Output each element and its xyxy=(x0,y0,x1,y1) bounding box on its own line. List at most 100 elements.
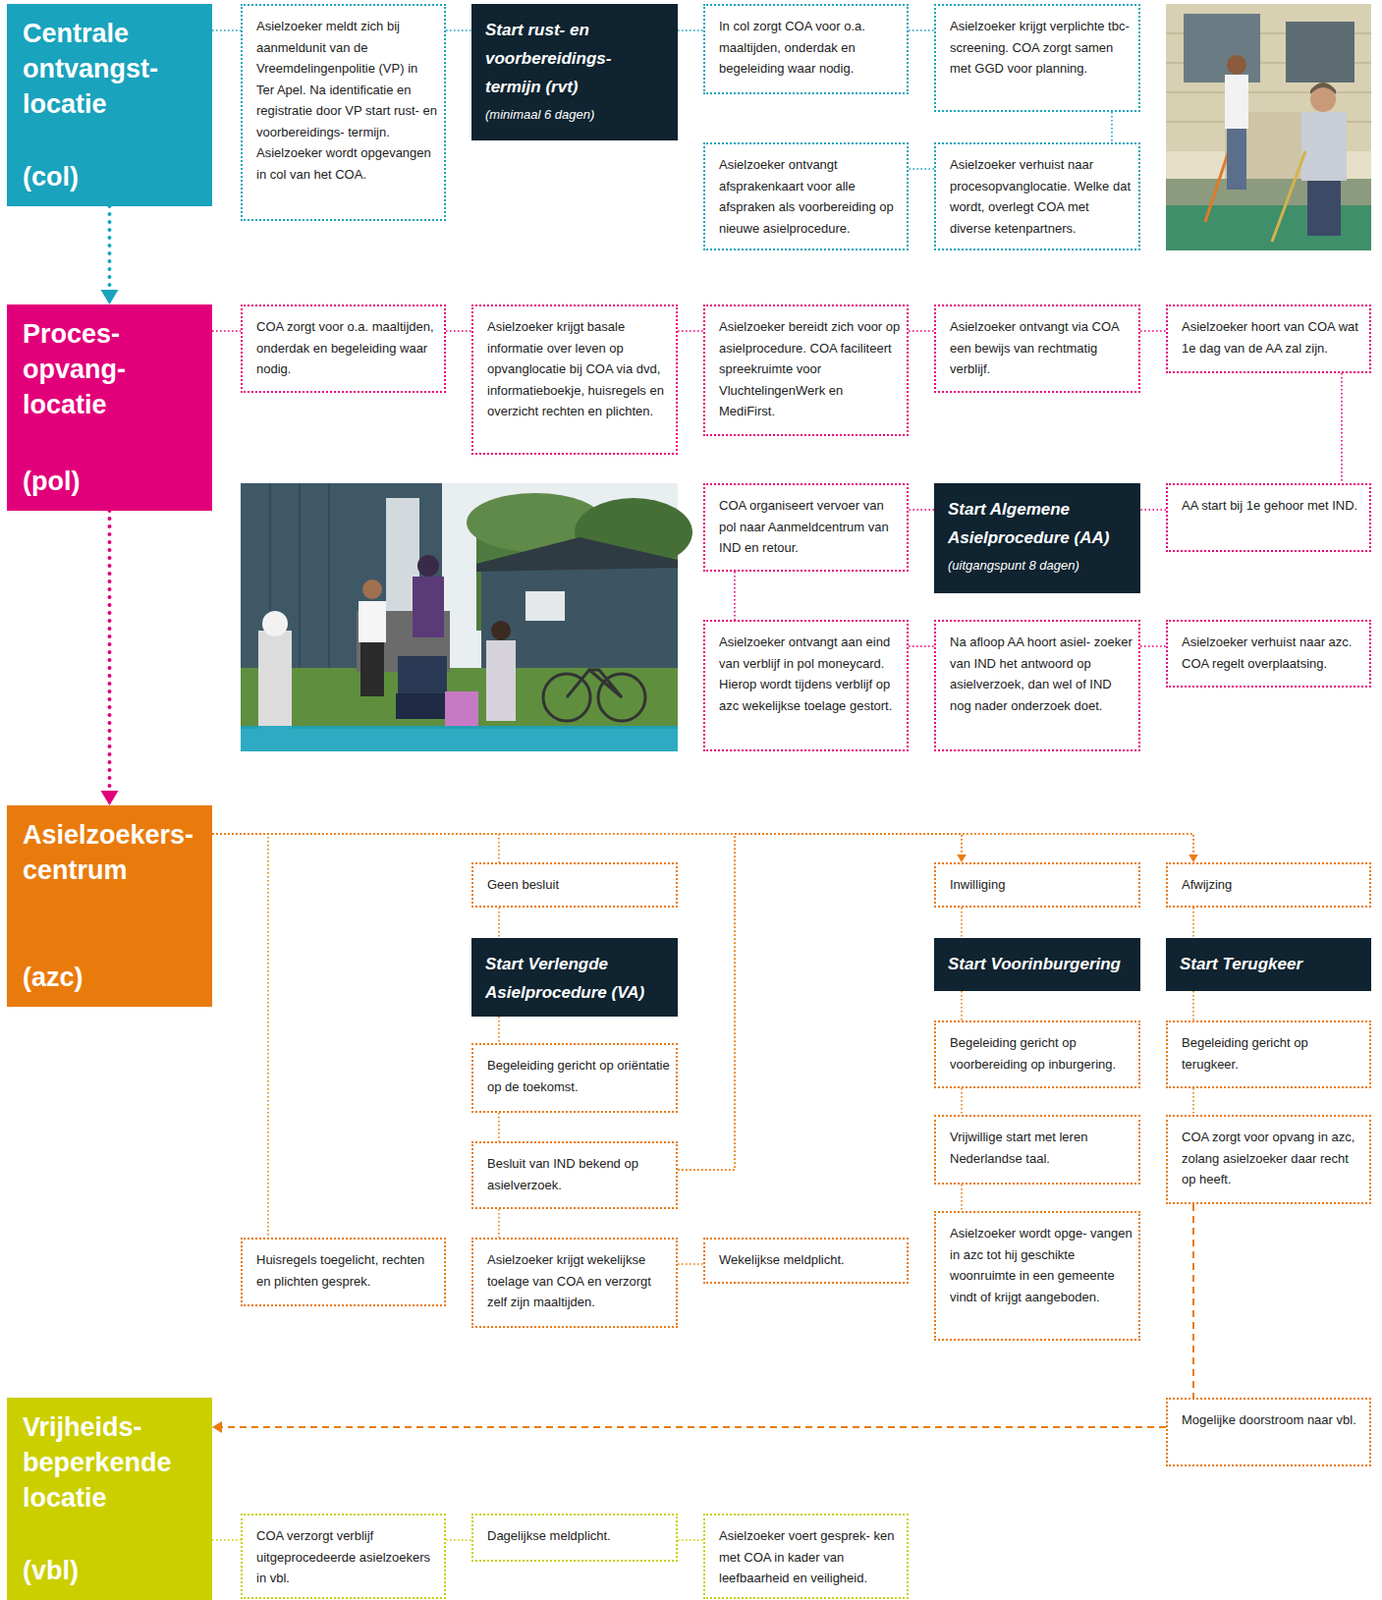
connector-line xyxy=(677,833,962,1170)
step-title: Start rust- en voorbereidings- termijn (… xyxy=(485,15,668,102)
box-text: Afwijzing xyxy=(1181,874,1364,896)
connector xyxy=(445,30,472,32)
box-text: Vrijwillige start met leren Nederlandse … xyxy=(949,1126,1133,1169)
connector-line xyxy=(1110,111,1113,143)
connector xyxy=(1193,1204,1195,1398)
photo-shape xyxy=(1224,74,1249,129)
connector xyxy=(212,833,499,863)
photo-shape xyxy=(360,642,385,697)
box-text: Asielzoeker ontvangt afsprakenkaart voor… xyxy=(718,154,901,239)
photo-shape xyxy=(1285,21,1355,83)
box-text: Asielzoeker ontvangt aan eind van verbli… xyxy=(718,631,901,717)
connector-line xyxy=(108,510,112,794)
box-text: Asielzoeker krijgt basale informatie ove… xyxy=(487,316,670,423)
photo-shape xyxy=(1183,13,1261,83)
connector xyxy=(1140,331,1166,332)
connector xyxy=(445,331,472,332)
photo-shape xyxy=(358,601,387,643)
info-box: Huisregels toegelicht, rechten en plicht… xyxy=(240,1237,446,1307)
connector-line xyxy=(1140,508,1166,511)
photo-shape xyxy=(417,554,440,577)
section-title: Vrijheids- beperkende locatie xyxy=(22,1409,211,1516)
box-text: Dagelijkse meldplicht. xyxy=(487,1525,670,1548)
connector-line xyxy=(1340,373,1343,484)
box-text: COA zorgt voor opvang in azc, zolang asi… xyxy=(1181,1126,1364,1191)
photo-shape xyxy=(1226,128,1247,190)
box-text: Asielzoeker hoort van COA wat 1e dag van… xyxy=(1181,316,1364,359)
info-box: Asielzoeker ontvangt aan eind van verbli… xyxy=(703,619,909,752)
box-text: Asielzoeker verhuist naar azc. COA regel… xyxy=(1181,631,1364,674)
connector xyxy=(908,646,935,648)
photo-shape xyxy=(1307,180,1341,236)
info-box: Asielzoeker krijgt verplichte tbc-screen… xyxy=(934,3,1141,112)
info-box: Asielzoeker krijgt wekelijkse toelage va… xyxy=(471,1237,678,1328)
photo-shape xyxy=(240,667,678,729)
connector xyxy=(498,1016,500,1044)
connector-line xyxy=(1192,991,1195,1021)
info-box: COA verzorgt verblijf uitgeprocedeerde a… xyxy=(240,1513,446,1600)
connector-line xyxy=(1192,1088,1195,1115)
box-text: Huisregels toegelicht, rechten en plicht… xyxy=(256,1249,439,1292)
connector-line xyxy=(677,330,704,332)
connector xyxy=(961,1184,963,1212)
connector-line xyxy=(908,29,935,32)
connector-line xyxy=(497,1112,500,1142)
info-box: Asielzoeker hoort van COA wat 1e dag van… xyxy=(1165,304,1372,374)
connector-line xyxy=(960,1184,963,1212)
connector xyxy=(445,1540,472,1542)
connector xyxy=(1111,111,1113,143)
connector xyxy=(1341,373,1343,484)
info-box: COA organiseert vervoer van pol naar Aan… xyxy=(703,483,909,572)
connector xyxy=(677,1264,704,1266)
connector-line xyxy=(908,508,935,511)
arrowhead xyxy=(1188,854,1199,863)
section-header: Asielzoekers- centrum(azc) xyxy=(6,805,213,1007)
connector xyxy=(212,1540,241,1542)
section-code: (azc) xyxy=(22,959,84,996)
connector-line xyxy=(212,330,241,332)
box-text: COA verzorgt verblijf uitgeprocedeerde a… xyxy=(256,1525,439,1590)
connector xyxy=(677,331,704,332)
info-box: Asielzoeker bereidt zich voor op asielpr… xyxy=(703,304,909,437)
box-text: Asielzoeker meldt zich bij aanmeldunit v… xyxy=(256,15,439,185)
connector-line xyxy=(212,833,962,863)
photo-shape xyxy=(395,693,451,719)
connector xyxy=(212,833,962,863)
connector xyxy=(212,331,241,332)
info-box: Asielzoeker krijgt basale informatie ove… xyxy=(471,304,678,455)
section-code: (col) xyxy=(22,159,79,195)
connector-line xyxy=(960,1088,963,1115)
connector xyxy=(498,1112,500,1142)
step-box: Start Terugkeer xyxy=(1165,938,1372,992)
photo-shape xyxy=(1165,178,1372,251)
connector-line xyxy=(1140,330,1166,332)
step-title: Start Algemene Asielprocedure (AA) xyxy=(947,495,1131,553)
info-box: COA zorgt voor opvang in azc, zolang asi… xyxy=(1165,1114,1372,1205)
box-text: Na afloop AA hoort asiel- zoeker van IND… xyxy=(949,631,1133,717)
step-box: Start Verlengde Asielprocedure (VA) xyxy=(471,938,678,1017)
connector-line xyxy=(497,1209,500,1238)
photo-shape xyxy=(1165,3,1372,251)
photo-shape xyxy=(412,576,444,638)
step-box: Start Voorinburgering xyxy=(934,938,1141,992)
box-text: Asielzoeker verhuist naar procesopvanglo… xyxy=(949,154,1133,239)
info-box: Begeleiding gericht op terugkeer. xyxy=(1165,1020,1372,1089)
info-box: COA zorgt voor o.a. maaltijden, onderdak… xyxy=(240,304,446,393)
connector xyxy=(961,1088,963,1115)
step-note: (uitgangspunt 8 dagen) xyxy=(947,555,1131,576)
info-box: Wekelijkse meldplicht. xyxy=(703,1237,909,1284)
info-box: Begeleiding gericht op oriëntatie op de … xyxy=(471,1043,678,1113)
connector xyxy=(212,833,269,1238)
connector xyxy=(908,331,935,332)
connector xyxy=(908,168,935,170)
connector-line xyxy=(445,29,472,32)
photo-col xyxy=(1165,3,1372,251)
info-box: Afwijzing xyxy=(1165,862,1372,908)
info-box: Asielzoeker voert gesprek- ken met COA i… xyxy=(703,1513,909,1600)
info-box: In col zorgt COA voor o.a. maaltijden, o… xyxy=(703,3,909,95)
photo-shape xyxy=(240,725,678,752)
connector xyxy=(961,907,963,939)
photo-shape xyxy=(476,537,678,572)
arrowhead xyxy=(212,1421,222,1434)
